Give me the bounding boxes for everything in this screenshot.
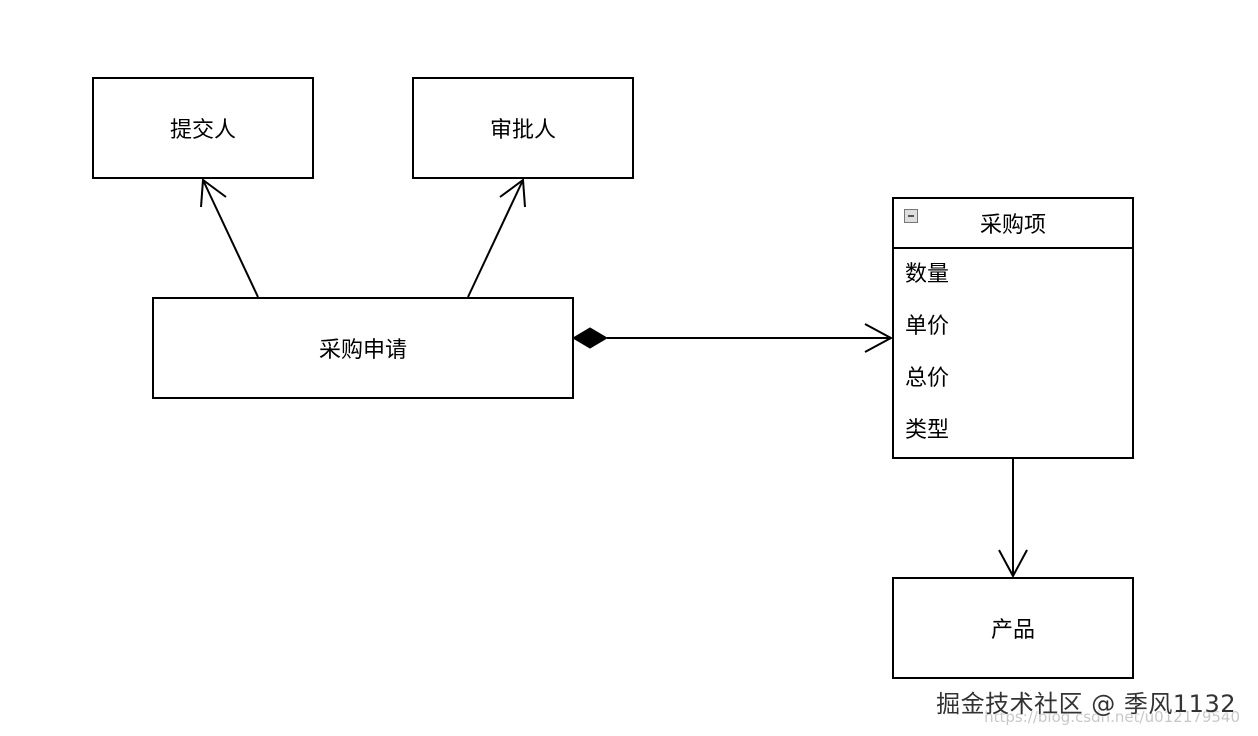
approver-box[interactable]: 审批人 [412,77,634,179]
approver-label: 审批人 [489,118,556,143]
purchase-request-box[interactable]: 采购申请 [152,297,574,399]
arrowhead-purchase-item [864,323,894,353]
watermark-url: https://blog.csdn.net/u012179540 [984,708,1240,726]
association-to-approver [467,179,524,298]
attribute-quantity: 数量 [905,262,950,287]
product-label: 产品 [990,618,1035,643]
composition-diamond [572,327,608,349]
purchase-item-header: 采购项 [894,199,1132,249]
product-box[interactable]: 产品 [892,577,1134,679]
purchase-item-class[interactable]: 采购项 数量 单价 总价 类型 [892,197,1134,459]
submitter-label: 提交人 [169,118,236,143]
purchase-request-label: 采购申请 [318,338,407,363]
arrowhead-submitter [200,178,227,208]
attribute-unit-price: 单价 [905,314,950,339]
arrowhead-product [998,549,1028,579]
purchase-item-title: 采购项 [979,213,1046,238]
association-to-submitter [202,179,259,298]
collapse-icon[interactable] [904,209,918,223]
attribute-list: 数量 单价 总价 类型 [894,249,1132,467]
attribute-type: 类型 [905,418,950,443]
watermark-text: 掘金技术社区 @ 季风1132 [936,690,1236,718]
submitter-box[interactable]: 提交人 [92,77,314,179]
arrowhead-approver [499,178,526,208]
attribute-total-price: 总价 [905,366,950,391]
